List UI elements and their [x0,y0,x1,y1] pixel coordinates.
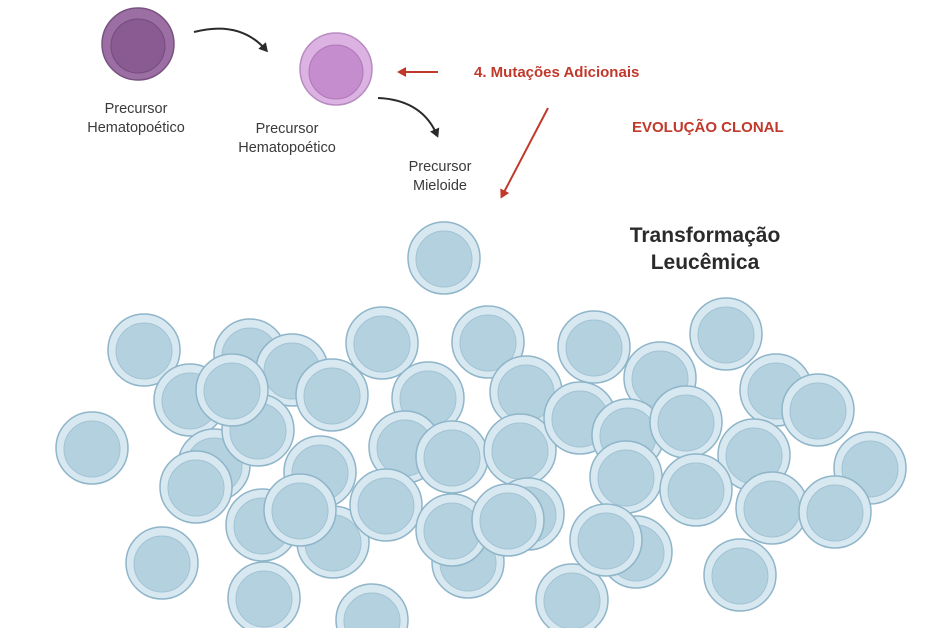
leukemic-blast-cell-icon [557,310,631,384]
leukemic-blast-cell-icon [349,468,423,542]
leukemic-blast-cell-icon [407,221,481,295]
title-line: Leucêmica [650,251,760,274]
leukemic-blast-cell-icon [649,385,723,459]
label-line: Precursor [408,159,472,175]
leukemic-blast-cell-icon [735,471,809,545]
leukemic-blast-cell-icon [295,358,369,432]
leukemic-blast-cell-icon [107,313,181,387]
precursor-label: Precursor Hematopoético [56,100,216,138]
leukemic-blast-cell-icon [125,526,199,600]
label-line: Hematopoético [87,120,185,136]
myeloid-precursor-label: Precursor Mieloide [380,158,500,196]
leukemic-blast-cell-icon [489,355,563,429]
label-line: Mieloide [413,178,467,194]
hematopoietic-precursor-cell-icon [299,32,373,106]
leukemic-blast-cell-icon [471,483,545,557]
leukemic-blast-cell-icon [263,473,337,547]
hematopoietic-precursor-cell-icon [101,7,175,81]
leukemic-blast-cell-icon [798,475,872,549]
leukemic-blast-cell-icon [451,305,525,379]
leukemic-blast-cell-icon [569,503,643,577]
arrow-icon [193,27,268,53]
leukemic-blast-cell-icon [781,373,855,447]
clonal-evolution-label: EVOLUÇÃO CLONAL [632,119,784,136]
leukemic-blast-cell-icon [345,306,419,380]
title-line: Transformação [629,224,781,247]
leukemic-blast-cell-icon [227,561,301,628]
leukemic-blast-cell-icon [55,411,129,485]
arrow-icon [377,97,440,138]
leukemic-blast-cell-icon [335,583,409,628]
leukemic-blast-cell-icon [415,420,489,494]
arrow-icon [500,107,549,199]
label-line: Precursor [104,101,168,117]
leukemic-blast-cell-icon [659,453,733,527]
mutations-label: 4. Mutações Adicionais [474,64,640,81]
leukemic-blast-cell-icon [689,297,763,371]
label-line: Precursor [255,121,319,137]
label-line: Hematopoético [238,140,336,156]
leukemic-blast-cell-icon [535,563,609,628]
leukemic-blast-cell-icon [483,413,557,487]
leukemic-blast-cell-icon [159,450,233,524]
leukemic-blast-cell-cluster [55,221,907,628]
precursor-label: Precursor Hematopoético [207,120,367,158]
leukemic-transformation-title: Transformação Leucêmica [600,222,810,276]
leukemic-blast-cell-icon [589,440,663,514]
leukemic-blast-cell-icon [703,538,777,612]
leukemic-blast-cell-icon [195,353,269,427]
